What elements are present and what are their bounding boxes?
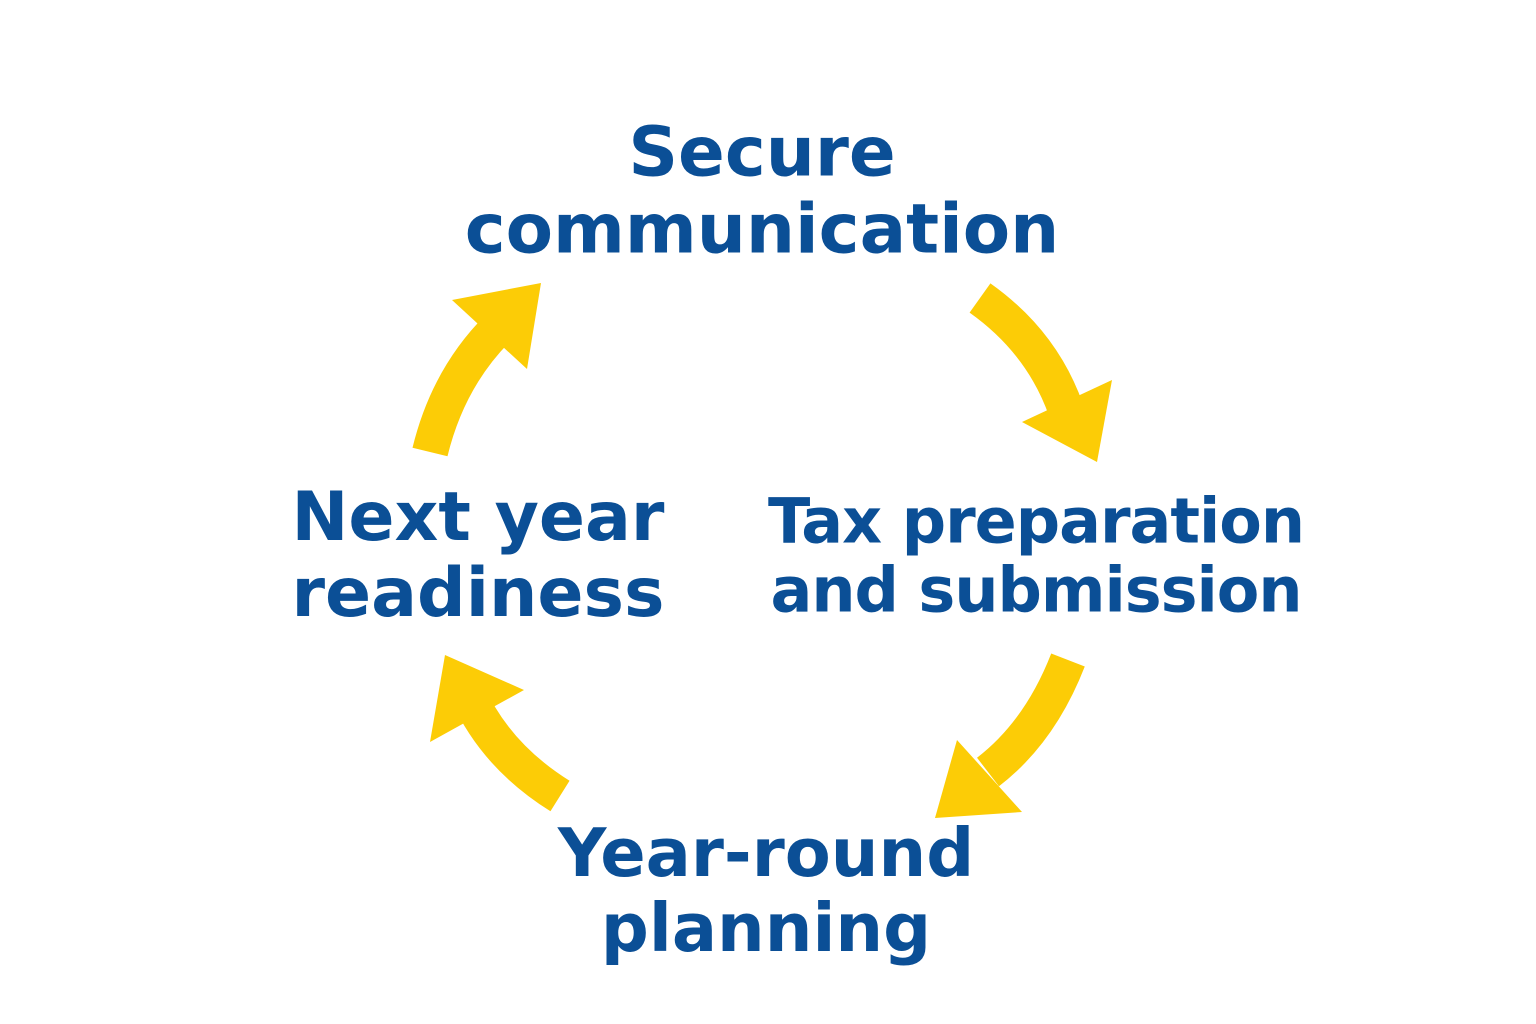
stage-secure-communication: Secure communication	[464, 112, 1060, 270]
arrow-icon-right-to-bottom	[935, 653, 1085, 818]
arrow-icon-bottom-to-left	[430, 655, 570, 812]
stage-label-line: Next year	[291, 477, 665, 557]
arrow-icon-top-to-right	[969, 283, 1112, 462]
stage-label-line: readiness	[291, 554, 665, 633]
stage-label-line: planning	[600, 889, 932, 967]
stage-next-year-readiness: Next year readiness	[291, 477, 665, 633]
arrow-icon-left-to-top	[412, 283, 541, 457]
stage-label-line: Tax preparation	[768, 484, 1305, 558]
stage-label-line: Year-round	[557, 813, 975, 892]
stage-label-line: Secure	[628, 112, 896, 193]
stage-label-line: and submission	[770, 554, 1302, 627]
stage-tax-preparation-and-submission: Tax preparation and submission	[768, 484, 1305, 627]
stage-year-round-planning: Year-round planning	[557, 813, 975, 967]
stage-label-line: communication	[464, 190, 1060, 270]
